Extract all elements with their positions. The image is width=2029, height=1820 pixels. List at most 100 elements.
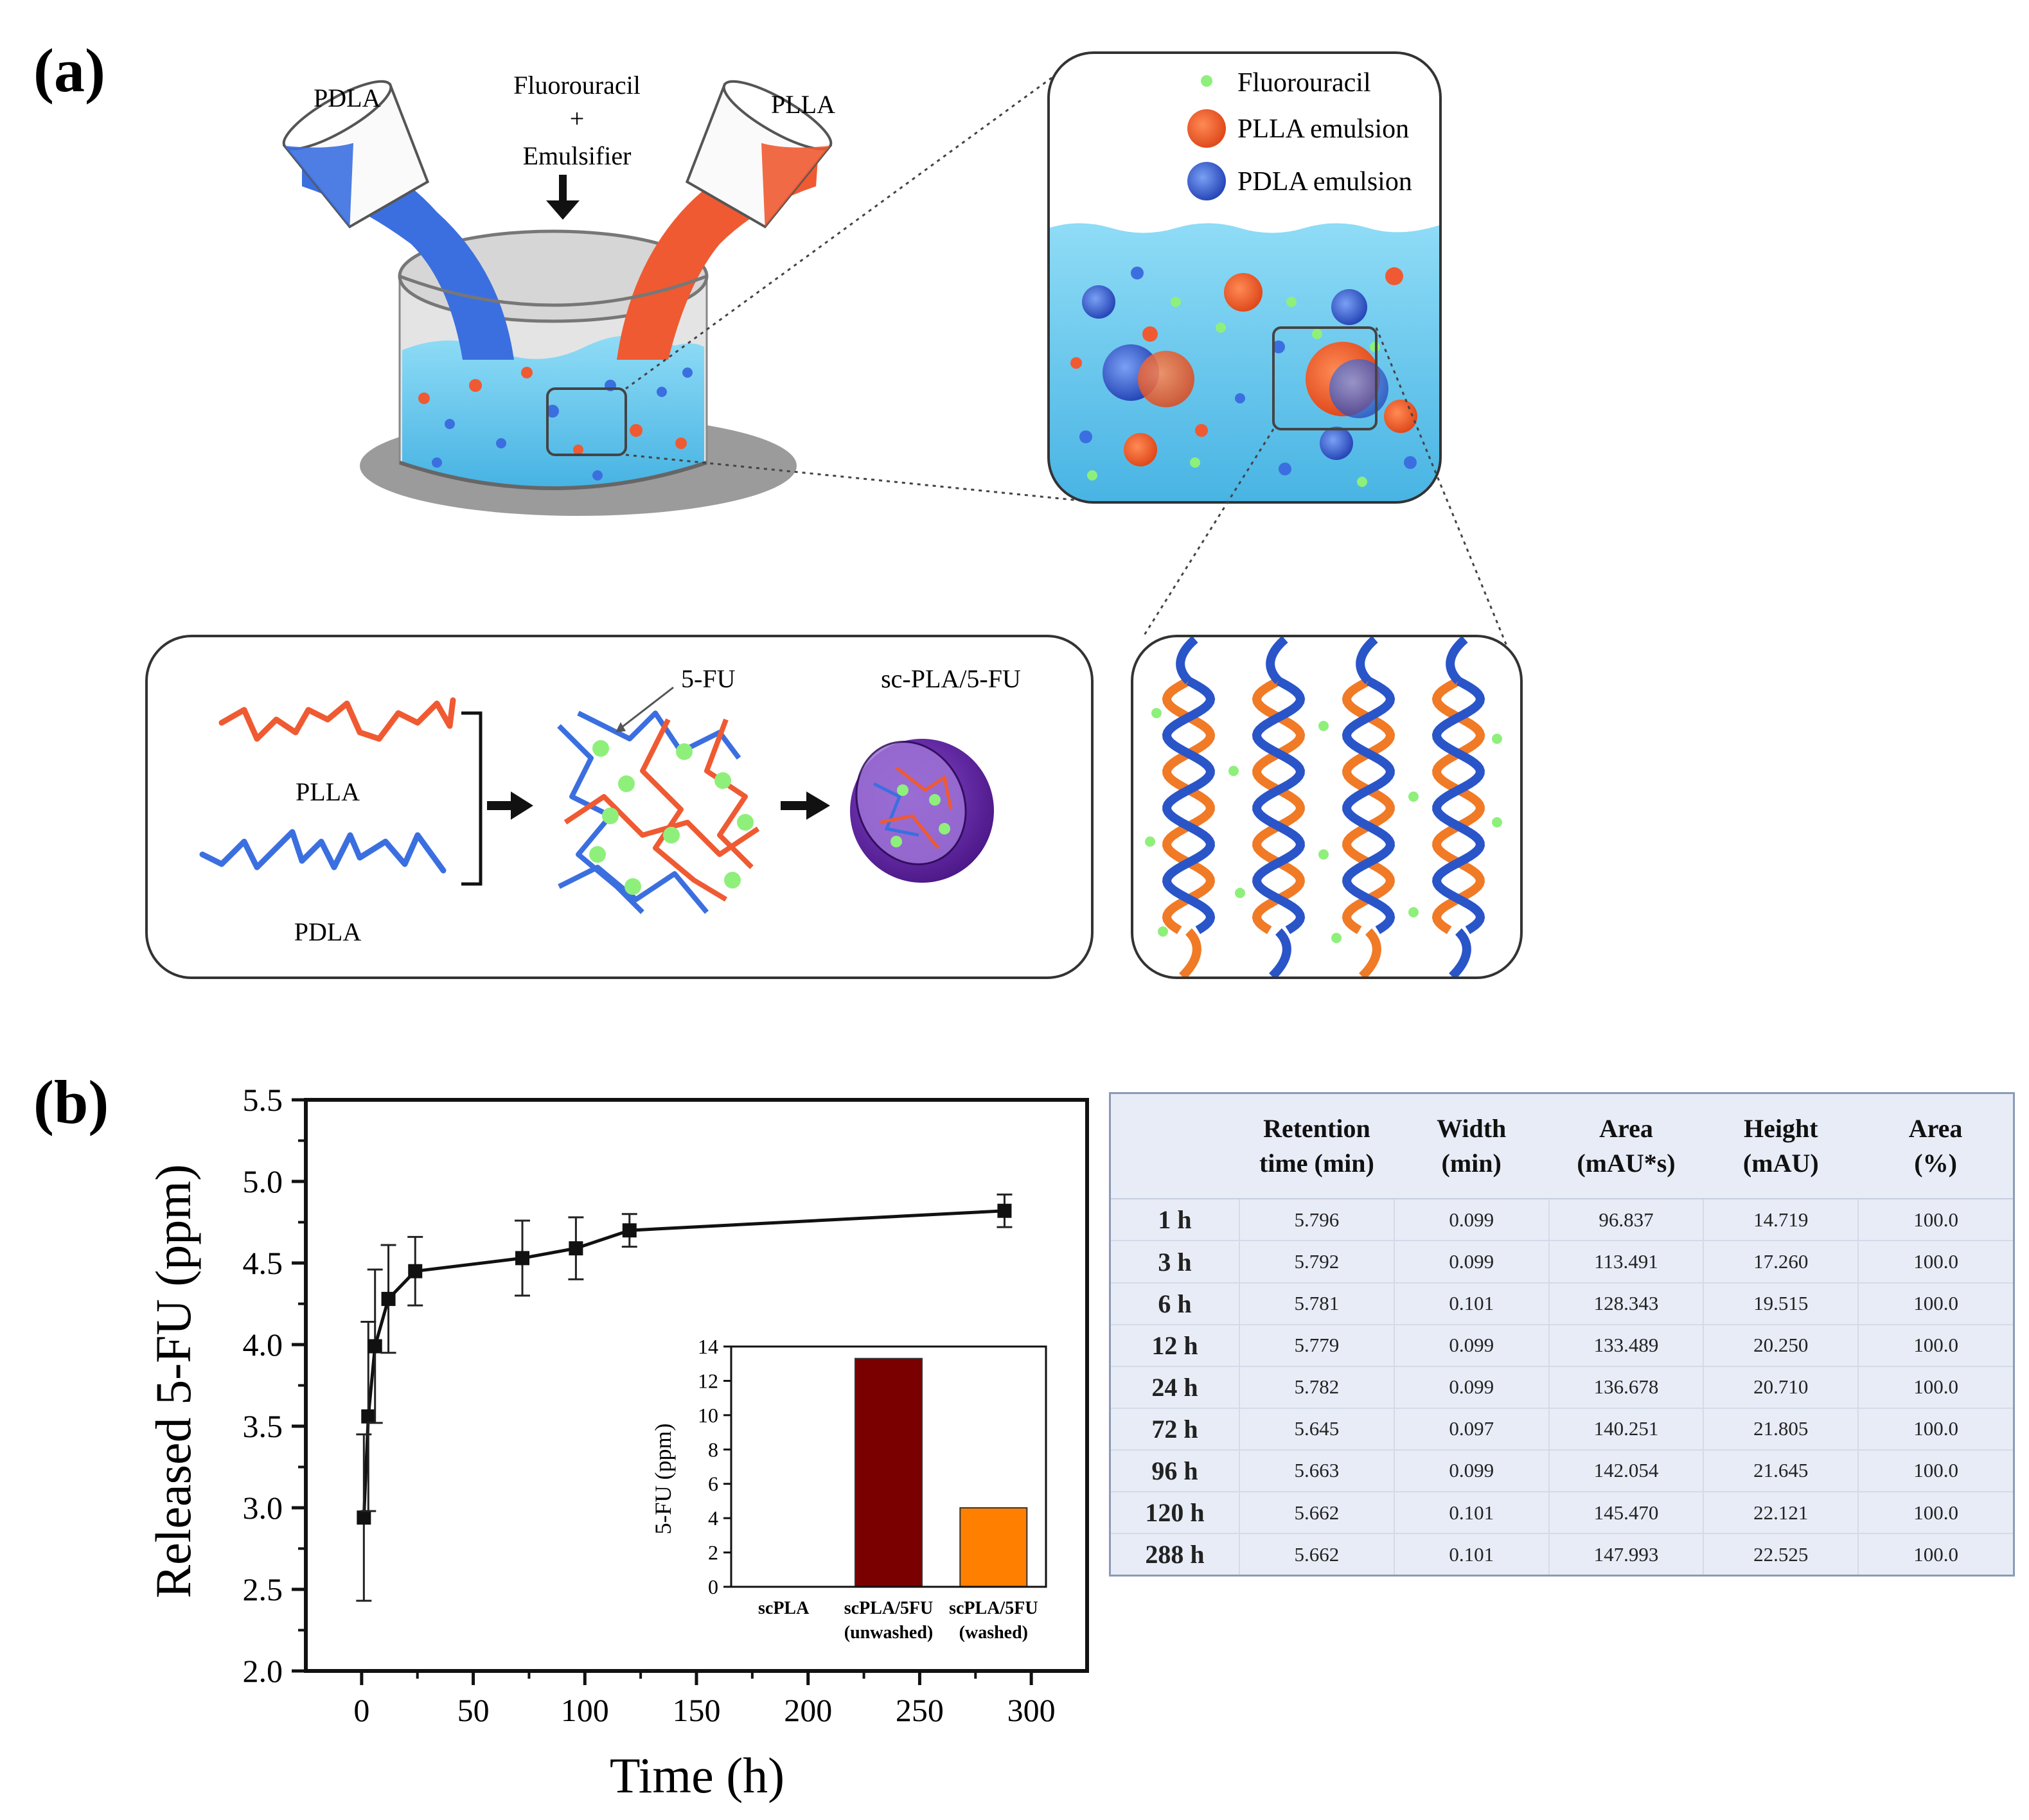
main-x-axis-title: Time (h) xyxy=(610,1747,784,1803)
inset-y-tick-label: 14 xyxy=(698,1335,718,1358)
pdla-chain xyxy=(199,829,447,874)
emulsion-zoom-box xyxy=(1272,326,1378,430)
helix-plla-strand xyxy=(1252,676,1306,934)
mechanism-plla-label: PLLA xyxy=(296,777,360,806)
y-tick-label: 4.5 xyxy=(243,1245,283,1281)
mechanism-drug-label: 5-FU xyxy=(681,664,736,693)
pdla-cup xyxy=(282,80,430,229)
helix-pdla-strand xyxy=(1431,676,1485,934)
table-cell: 5.645 xyxy=(1239,1407,1394,1450)
helix-tail xyxy=(1358,928,1381,978)
table-cell: 113.491 xyxy=(1548,1240,1704,1283)
area-percent-header-line2: (%) xyxy=(1914,1149,1957,1178)
y-tick-label: 2.0 xyxy=(243,1653,283,1689)
table-cell: 100.0 xyxy=(1857,1282,2013,1325)
inset-y-axis-title: 5-FU (ppm) xyxy=(650,1424,676,1535)
additive-label-line2: + xyxy=(570,104,585,133)
table-cell: 0.099 xyxy=(1393,1365,1549,1408)
zoom-line-right xyxy=(1375,327,1508,646)
emulsion-particles xyxy=(1070,267,1417,487)
plla-chain xyxy=(218,697,456,742)
helix-tail xyxy=(1268,928,1291,978)
y-tick-label: 2.5 xyxy=(243,1571,283,1607)
drug-pointer xyxy=(616,686,674,732)
table-header-height: Height(mAU) xyxy=(1703,1094,1859,1200)
data-point xyxy=(368,1339,382,1354)
inset-category-label: scPLA/5FU xyxy=(949,1598,1038,1618)
width-header-line1: Width xyxy=(1437,1114,1507,1144)
helix-plla-strand xyxy=(1342,676,1395,934)
x-tick-label: 150 xyxy=(673,1692,721,1728)
additive-label-line3: Emulsifier xyxy=(523,141,632,170)
data-point xyxy=(515,1251,530,1266)
table-cell: 100.0 xyxy=(1857,1365,2013,1408)
table-row-header: 6 h xyxy=(1111,1282,1239,1325)
inset-category-label: scPLA/5FU xyxy=(844,1598,933,1618)
table-cell: 100.0 xyxy=(1857,1449,2013,1492)
sc-pla-particle xyxy=(850,739,994,883)
right-arrow-icon xyxy=(487,791,533,820)
helix-drug-dot xyxy=(1331,933,1342,943)
mixed-chain-network xyxy=(557,711,760,914)
y-tick-label: 3.5 xyxy=(243,1408,283,1444)
helix-tail xyxy=(1266,636,1288,684)
helix-pdla-strand xyxy=(1252,676,1306,934)
table-cell: 100.0 xyxy=(1857,1491,2013,1534)
helix-pdla-strand xyxy=(1162,676,1216,934)
y-tick-label: 5.5 xyxy=(243,1082,283,1118)
helix-panel xyxy=(1131,635,1523,979)
helix-drug-dot xyxy=(1235,888,1245,898)
inset-y-tick-label: 8 xyxy=(708,1438,718,1461)
table-cell: 100.0 xyxy=(1857,1240,2013,1283)
table-cell: 0.101 xyxy=(1393,1533,1549,1575)
table-cell: 147.993 xyxy=(1548,1533,1704,1575)
panel-b-label: (b) xyxy=(33,1068,109,1136)
table-cell: 0.099 xyxy=(1393,1323,1549,1366)
inset-category-sublabel: (washed) xyxy=(959,1623,1028,1643)
retention-header-line2: time (min) xyxy=(1259,1149,1374,1178)
table-cell: 21.805 xyxy=(1703,1407,1859,1450)
table-header-area: Area(mAU*s) xyxy=(1548,1094,1704,1200)
table-cell: 142.054 xyxy=(1548,1449,1704,1492)
helix-drug-dot xyxy=(1492,817,1502,827)
table-cell: 20.250 xyxy=(1703,1323,1859,1366)
main-plot-frame xyxy=(304,1098,1089,1673)
table-cell: 0.097 xyxy=(1393,1407,1549,1450)
width-header-line2: (min) xyxy=(1441,1149,1502,1178)
helix-drug-dot xyxy=(1408,907,1419,917)
inset-y-tick-label: 12 xyxy=(698,1369,718,1392)
inset-category-label: scPLA xyxy=(758,1598,810,1618)
helix-drug-dot xyxy=(1228,766,1239,776)
helix-tail xyxy=(1448,928,1471,978)
main-y-axis-title: Released 5-FU (ppm) xyxy=(145,1164,201,1598)
table-cell: 140.251 xyxy=(1548,1407,1704,1450)
height-header-line2: (mAU) xyxy=(1742,1149,1819,1178)
data-point xyxy=(361,1409,376,1424)
inset-category-sublabel: (unwashed) xyxy=(844,1623,933,1643)
table-cell: 5.662 xyxy=(1239,1491,1394,1534)
legend-plla-emulsion-icon xyxy=(1187,109,1226,148)
x-tick-label: 300 xyxy=(1007,1692,1056,1728)
x-tick-label: 50 xyxy=(457,1692,490,1728)
inset-bar xyxy=(959,1507,1028,1587)
table-row-header: 72 h xyxy=(1111,1407,1239,1450)
mechanism-pdla-label: PDLA xyxy=(294,917,362,946)
inset-y-tick-label: 4 xyxy=(708,1506,718,1530)
emulsion-zoom-panel: Fluorouracil PLLA emulsion PDLA emulsion xyxy=(1047,51,1442,504)
table-cell: 22.121 xyxy=(1703,1491,1859,1534)
table-cell: 133.489 xyxy=(1548,1323,1704,1366)
table-cell: 0.099 xyxy=(1393,1449,1549,1492)
table-cell: 21.645 xyxy=(1703,1449,1859,1492)
table-cell: 0.099 xyxy=(1393,1240,1549,1283)
additive-label-line1: Fluorouracil xyxy=(513,71,641,100)
helix-drug-dot xyxy=(1318,721,1329,731)
x-tick-label: 200 xyxy=(784,1692,832,1728)
